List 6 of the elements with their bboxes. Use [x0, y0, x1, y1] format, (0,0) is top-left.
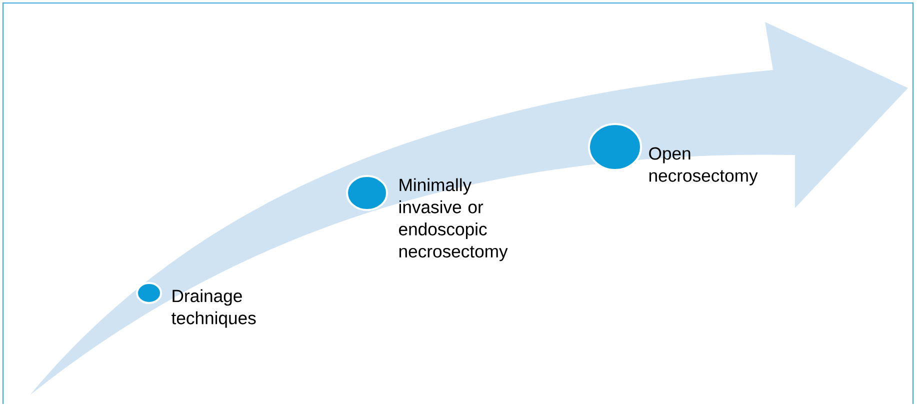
step-label: Open necrosectomy [649, 147, 758, 186]
circle-marker [588, 123, 642, 171]
step-label: Drainage techniques [172, 289, 256, 328]
circle-marker [346, 175, 388, 211]
step-label: Minimally invasive or endoscopic necrosectomy [399, 178, 508, 262]
circle-marker [136, 282, 162, 304]
